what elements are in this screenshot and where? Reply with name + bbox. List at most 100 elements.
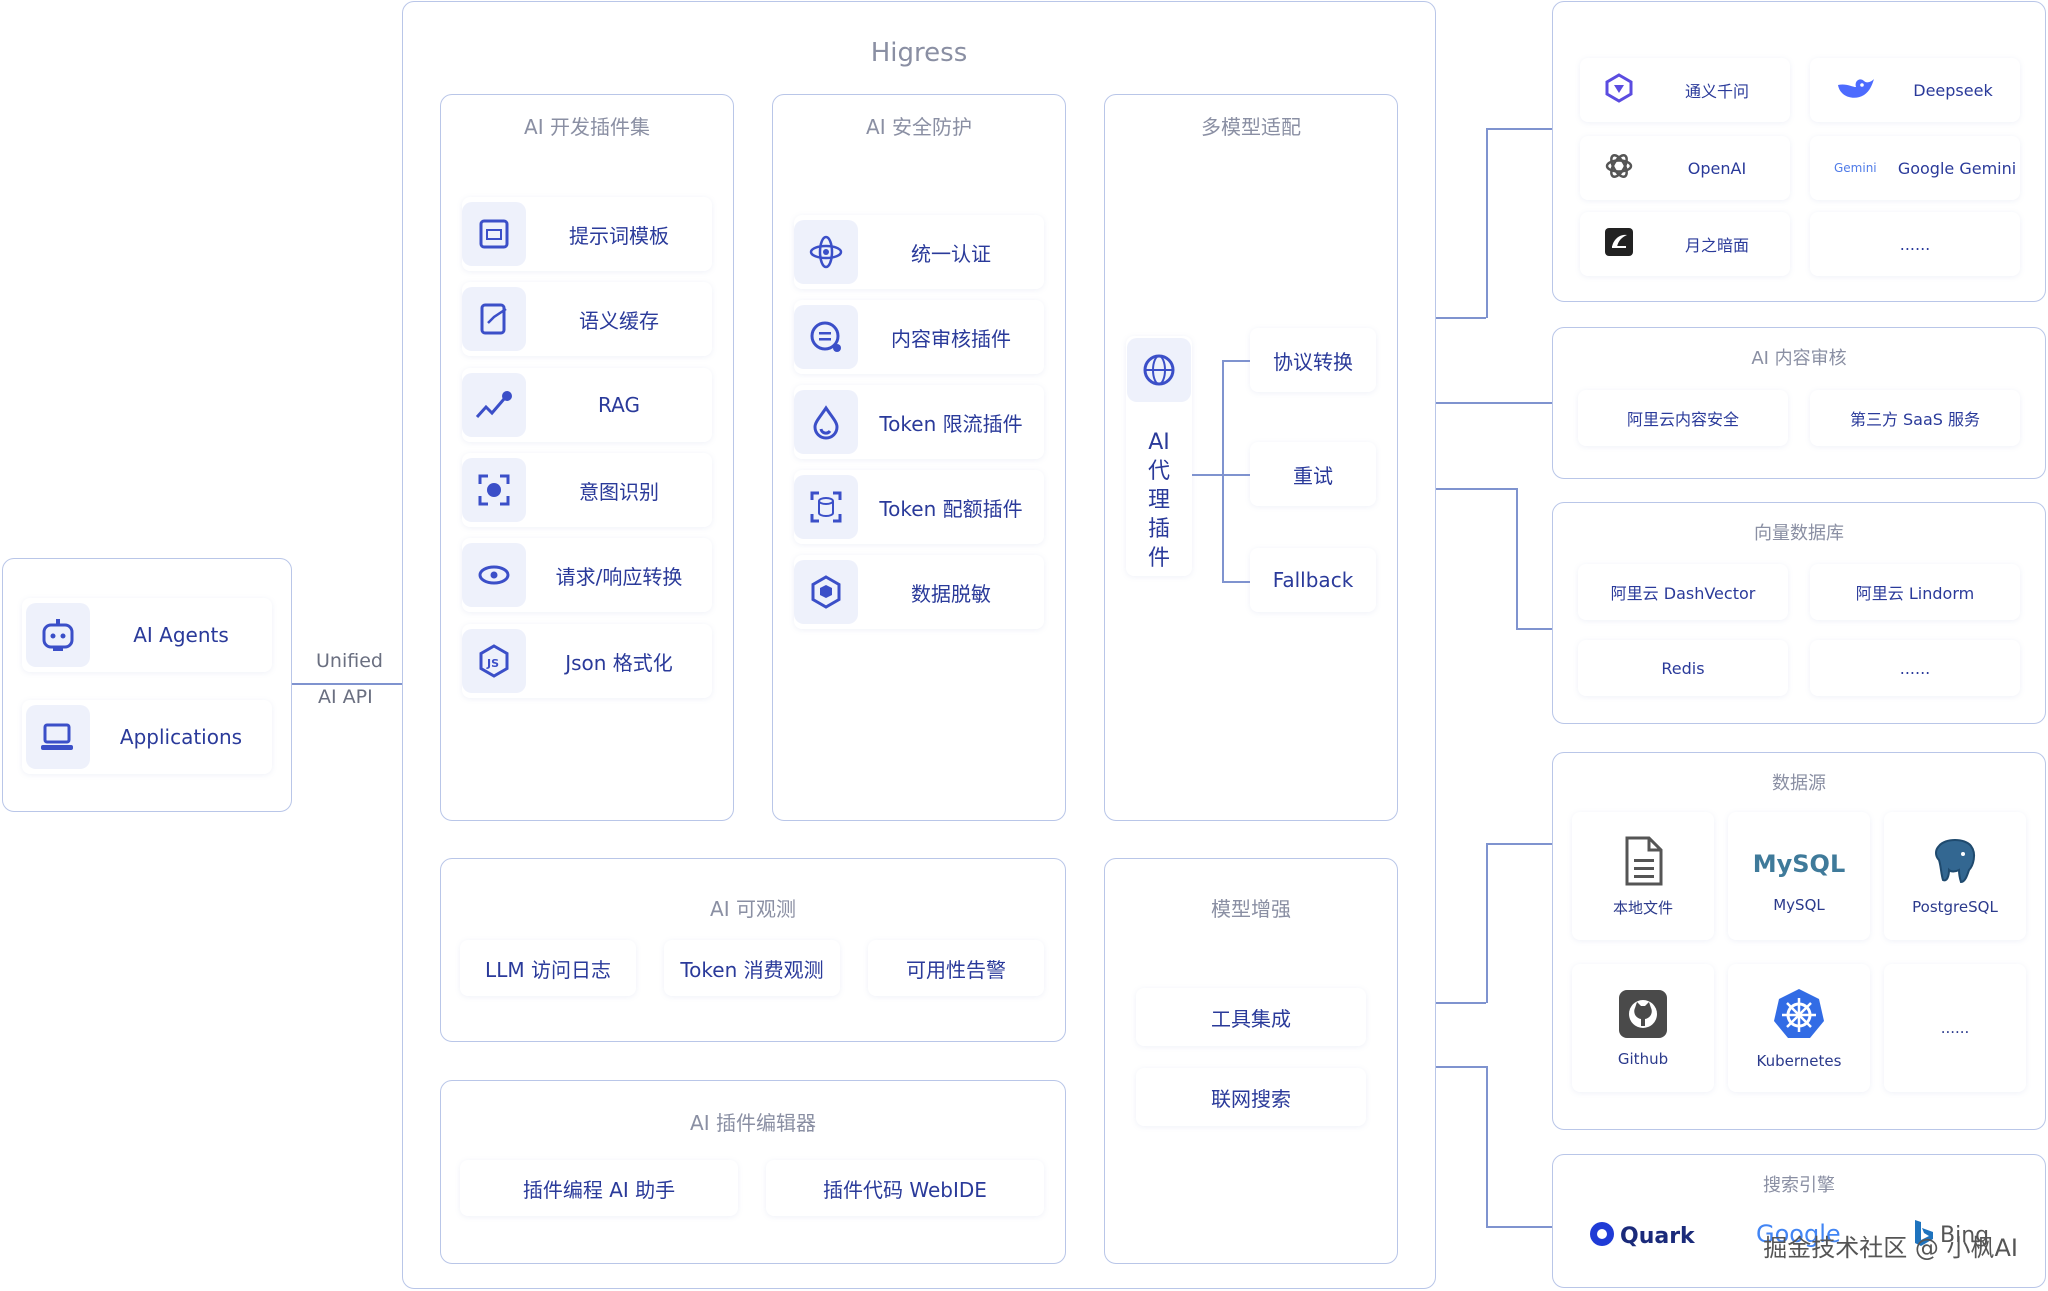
editor-title: AI 插件编辑器 (690, 1111, 816, 1135)
ai-proxy-char: 理 (1147, 488, 1170, 513)
connector-line (1486, 1226, 1552, 1228)
model-label: Deepseek (1913, 80, 1993, 100)
model-item-deepseek[interactable]: Deepseek (1810, 58, 2020, 122)
model-item-tongyi[interactable]: 通义千问 (1580, 58, 1790, 122)
face-scan-icon (462, 458, 526, 522)
editor-item[interactable]: 插件代码 WebIDE (766, 1160, 1044, 1216)
datasource-item[interactable]: MySQL MySQL (1728, 812, 1870, 940)
template-icon (462, 202, 526, 266)
api-label-line2: AI API (318, 686, 373, 708)
security-label: 统一认证 (911, 241, 991, 266)
security-label: 数据脱敏 (911, 581, 991, 606)
dev-plugin-item[interactable]: 提示词模板 (462, 197, 712, 271)
ai-proxy-label: AI 代 理 插 件 (1139, 428, 1179, 573)
review-icon (794, 305, 858, 369)
editor-item[interactable]: 插件编程 AI 助手 (460, 1160, 738, 1216)
search-item-quark[interactable]: Quark (1588, 1220, 1695, 1252)
model-item-moonshot[interactable]: 月之暗面 (1580, 212, 1790, 276)
multi-model-title: 多模型适配 (1201, 115, 1301, 139)
datasource-label: Kubernetes (1756, 1052, 1842, 1070)
connector-line (1516, 628, 1552, 630)
security-item[interactable]: 内容审核插件 (794, 300, 1044, 374)
connector-line (1486, 1066, 1488, 1226)
client-label: AI Agents (133, 623, 229, 647)
search-item-google[interactable]: Google (1756, 1220, 1841, 1248)
branch-line (1192, 474, 1222, 476)
security-item[interactable]: Token 配额插件 (794, 470, 1044, 544)
higress-title: Higress (870, 38, 968, 68)
api-label-line1: Unified (316, 650, 383, 672)
connector-line (1516, 488, 1518, 628)
content-review-item[interactable]: 阿里云内容安全 (1578, 390, 1788, 446)
model-label: OpenAI (1687, 158, 1747, 178)
security-label: Token 配额插件 (879, 496, 1023, 521)
client-item-applications[interactable]: Applications (22, 700, 272, 774)
file-icon (1621, 835, 1665, 891)
tool-integration-item[interactable]: 工具集成 (1136, 988, 1366, 1046)
content-review-item[interactable]: 第三方 SaaS 服务 (1810, 390, 2020, 446)
datasource-label: Github (1617, 1050, 1669, 1068)
datasource-item[interactable]: 本地文件 (1572, 812, 1714, 940)
datasource-label: PostgreSQL (1912, 898, 1998, 916)
client-label: Applications (119, 725, 243, 749)
security-item[interactable]: Token 限流插件 (794, 385, 1044, 459)
dev-plugin-label: 语义缓存 (579, 308, 659, 333)
dev-plugin-label: 意图识别 (579, 479, 659, 504)
connector-line (292, 683, 402, 685)
dev-plugin-item[interactable]: 语义缓存 (462, 282, 712, 356)
observability-item[interactable]: 可用性告警 (868, 940, 1044, 996)
connector-line (1436, 1002, 1486, 1004)
search-label: Quark (1620, 1223, 1695, 1249)
security-label: 内容审核插件 (891, 326, 1011, 351)
security-item[interactable]: 统一认证 (794, 215, 1044, 289)
model-item-more: ...... (1810, 212, 2020, 276)
datasource-title: 数据源 (1772, 773, 1826, 794)
search-box: 搜索引擎 (1552, 1154, 2046, 1288)
ai-proxy-plugin[interactable]: AI 代 理 插 件 (1126, 336, 1192, 576)
protocol-convert-item[interactable]: 协议转换 (1250, 328, 1376, 392)
fallback-item[interactable]: Fallback (1250, 548, 1376, 612)
vector-db-item[interactable]: 阿里云 DashVector (1578, 564, 1788, 620)
datasource-item-more: ...... (1884, 964, 2026, 1092)
datasource-item[interactable]: Github (1572, 964, 1714, 1092)
search-title: 搜索引擎 (1763, 1175, 1835, 1196)
observability-item[interactable]: Token 消费观测 (664, 940, 840, 996)
vector-db-item[interactable]: Redis (1578, 640, 1788, 696)
datasource-item[interactable]: PostgreSQL (1884, 812, 2026, 940)
observability-item[interactable]: LLM 访问日志 (460, 940, 636, 996)
datasource-label: MySQL (1773, 896, 1825, 914)
tongyi-icon (1604, 73, 1644, 107)
dev-plugin-label: RAG (598, 393, 640, 417)
model-label: 月之暗面 (1684, 236, 1749, 255)
content-review-title: AI 内容审核 (1751, 348, 1847, 369)
dev-plugin-item[interactable]: 请求/响应转换 (462, 538, 712, 612)
branch-line (1222, 360, 1250, 362)
connector-line (1436, 317, 1486, 319)
globe-icon (1127, 338, 1191, 402)
openai-icon (1604, 151, 1644, 185)
connector-line (1436, 1066, 1486, 1068)
security-item[interactable]: 数据脱敏 (794, 555, 1044, 629)
dev-plugin-item[interactable]: 意图识别 (462, 453, 712, 527)
model-item-gemini[interactable]: Gemini Google Gemini (1810, 136, 2020, 200)
kubernetes-icon (1771, 986, 1827, 1046)
datasource-item[interactable]: Kubernetes (1728, 964, 1870, 1092)
connector-line (1486, 843, 1488, 1003)
search-item-bing[interactable]: Bing (1912, 1218, 1989, 1252)
client-item-ai-agents[interactable]: AI Agents (22, 598, 272, 672)
ai-proxy-char: AI (1148, 430, 1170, 455)
security-title: AI 安全防护 (866, 115, 972, 139)
web-search-item[interactable]: 联网搜索 (1136, 1068, 1366, 1126)
trend-chart-icon (462, 373, 526, 437)
enhance-title: 模型增强 (1211, 897, 1291, 921)
retry-item[interactable]: 重试 (1250, 442, 1376, 506)
search-label: Bing (1940, 1222, 1990, 1248)
model-item-openai[interactable]: OpenAI (1580, 136, 1790, 200)
dev-plugin-item[interactable]: JS Json 格式化 (462, 624, 712, 698)
connector-line (1436, 402, 1552, 404)
dev-plugin-item[interactable]: RAG (462, 368, 712, 442)
robot-icon (26, 603, 90, 667)
security-label: Token 限流插件 (879, 411, 1023, 436)
transform-icon (462, 543, 526, 607)
vector-db-item[interactable]: 阿里云 Lindorm (1810, 564, 2020, 620)
